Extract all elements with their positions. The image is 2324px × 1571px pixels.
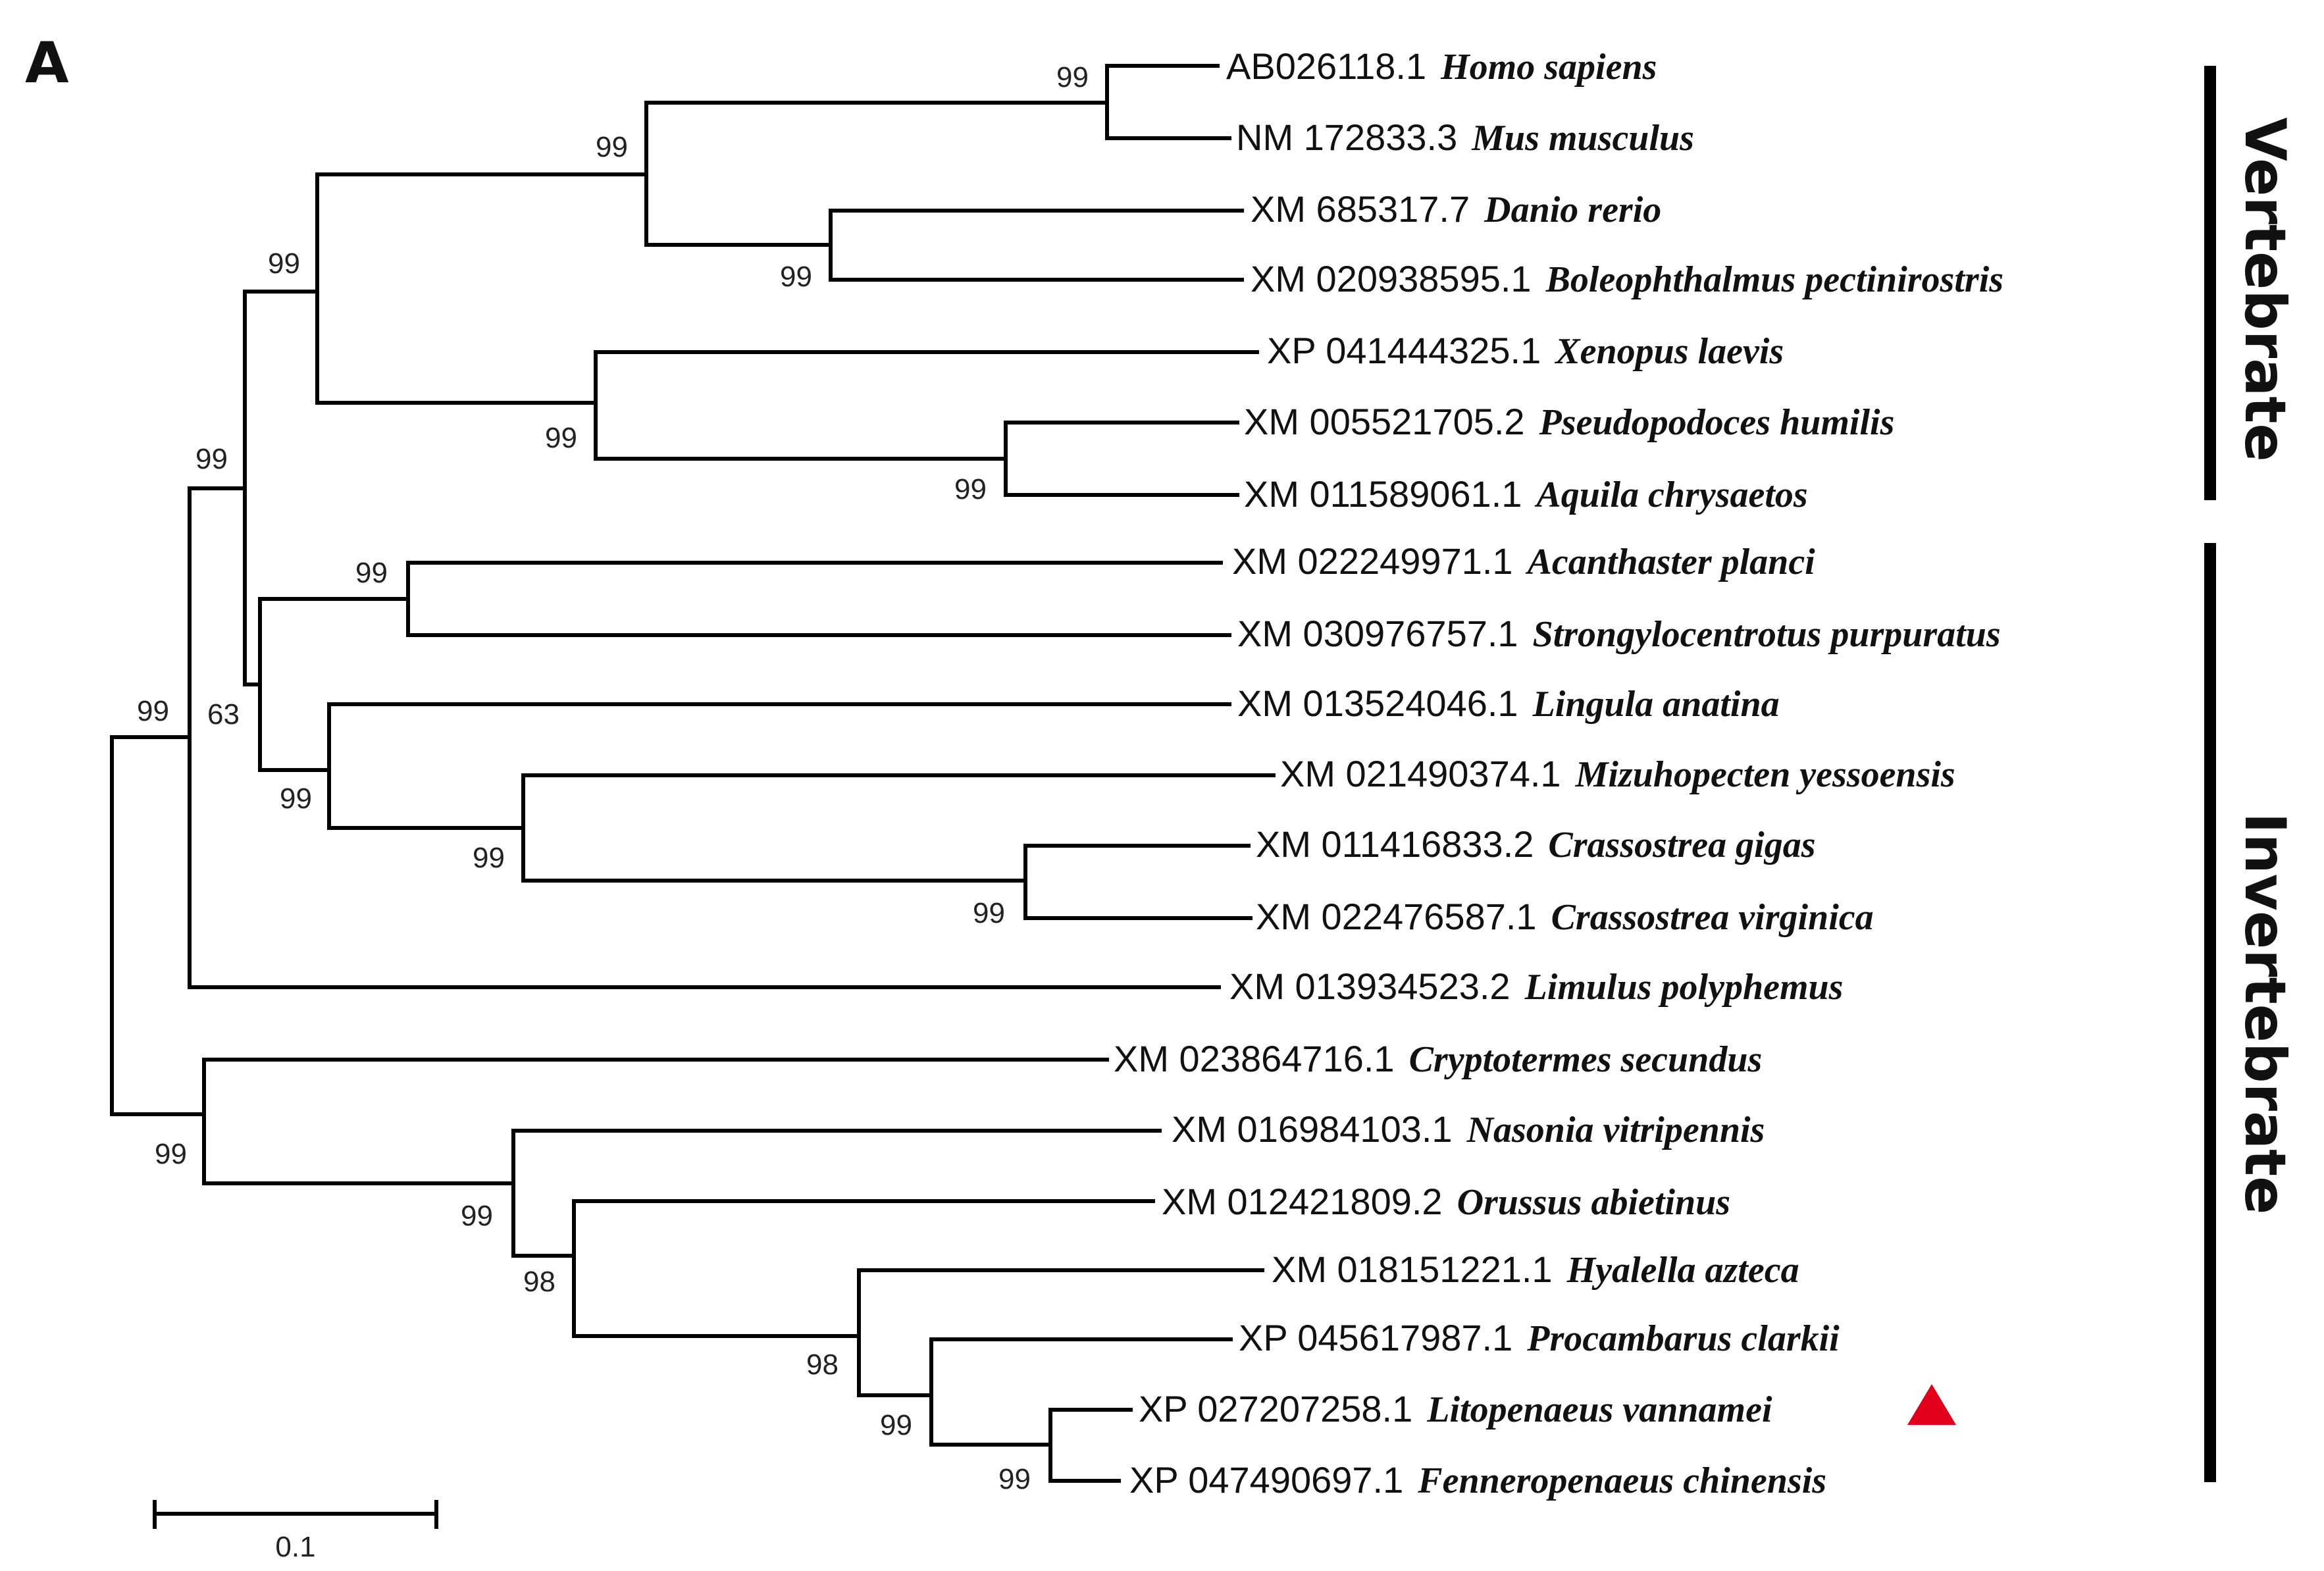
bootstrap-value: 99: [973, 897, 1005, 929]
bootstrap-value: 99: [280, 783, 312, 815]
bootstrap-values: 99 99 99 99 99 99 99 99 63 99 99 99 99 9…: [137, 61, 1089, 1495]
invertebrate-label: Invertebrate: [2232, 813, 2298, 1215]
bootstrap-value: 99: [268, 247, 300, 280]
bootstrap-value: 99: [545, 422, 577, 454]
bootstrap-value: 99: [1056, 61, 1089, 93]
red-triangle-marker-icon: [1907, 1384, 1956, 1425]
bootstrap-value: 99: [155, 1138, 187, 1170]
bootstrap-value: 63: [207, 698, 240, 731]
bootstrap-value: 98: [523, 1266, 555, 1298]
panel-label: A: [25, 30, 69, 96]
bootstrap-value: 99: [195, 443, 228, 475]
group-brackets: Vertebrate Invertebrate: [2204, 66, 2298, 1482]
bootstrap-value: 99: [998, 1463, 1031, 1495]
bootstrap-value: 99: [954, 473, 987, 505]
scale-bar: 0.1: [153, 1500, 438, 1563]
bootstrap-value: 99: [880, 1409, 912, 1441]
vertebrate-label: Vertebrate: [2232, 117, 2298, 461]
bootstrap-value: 99: [596, 131, 628, 163]
bootstrap-value: 98: [806, 1349, 839, 1381]
bootstrap-value: 99: [355, 557, 388, 589]
bootstrap-value: 99: [461, 1200, 493, 1232]
scale-bar-label: 0.1: [275, 1531, 315, 1563]
bootstrap-value: 99: [780, 261, 812, 293]
bootstrap-value: 99: [473, 842, 505, 874]
tree-branches: [110, 64, 1276, 1483]
bootstrap-value: 99: [137, 695, 169, 727]
